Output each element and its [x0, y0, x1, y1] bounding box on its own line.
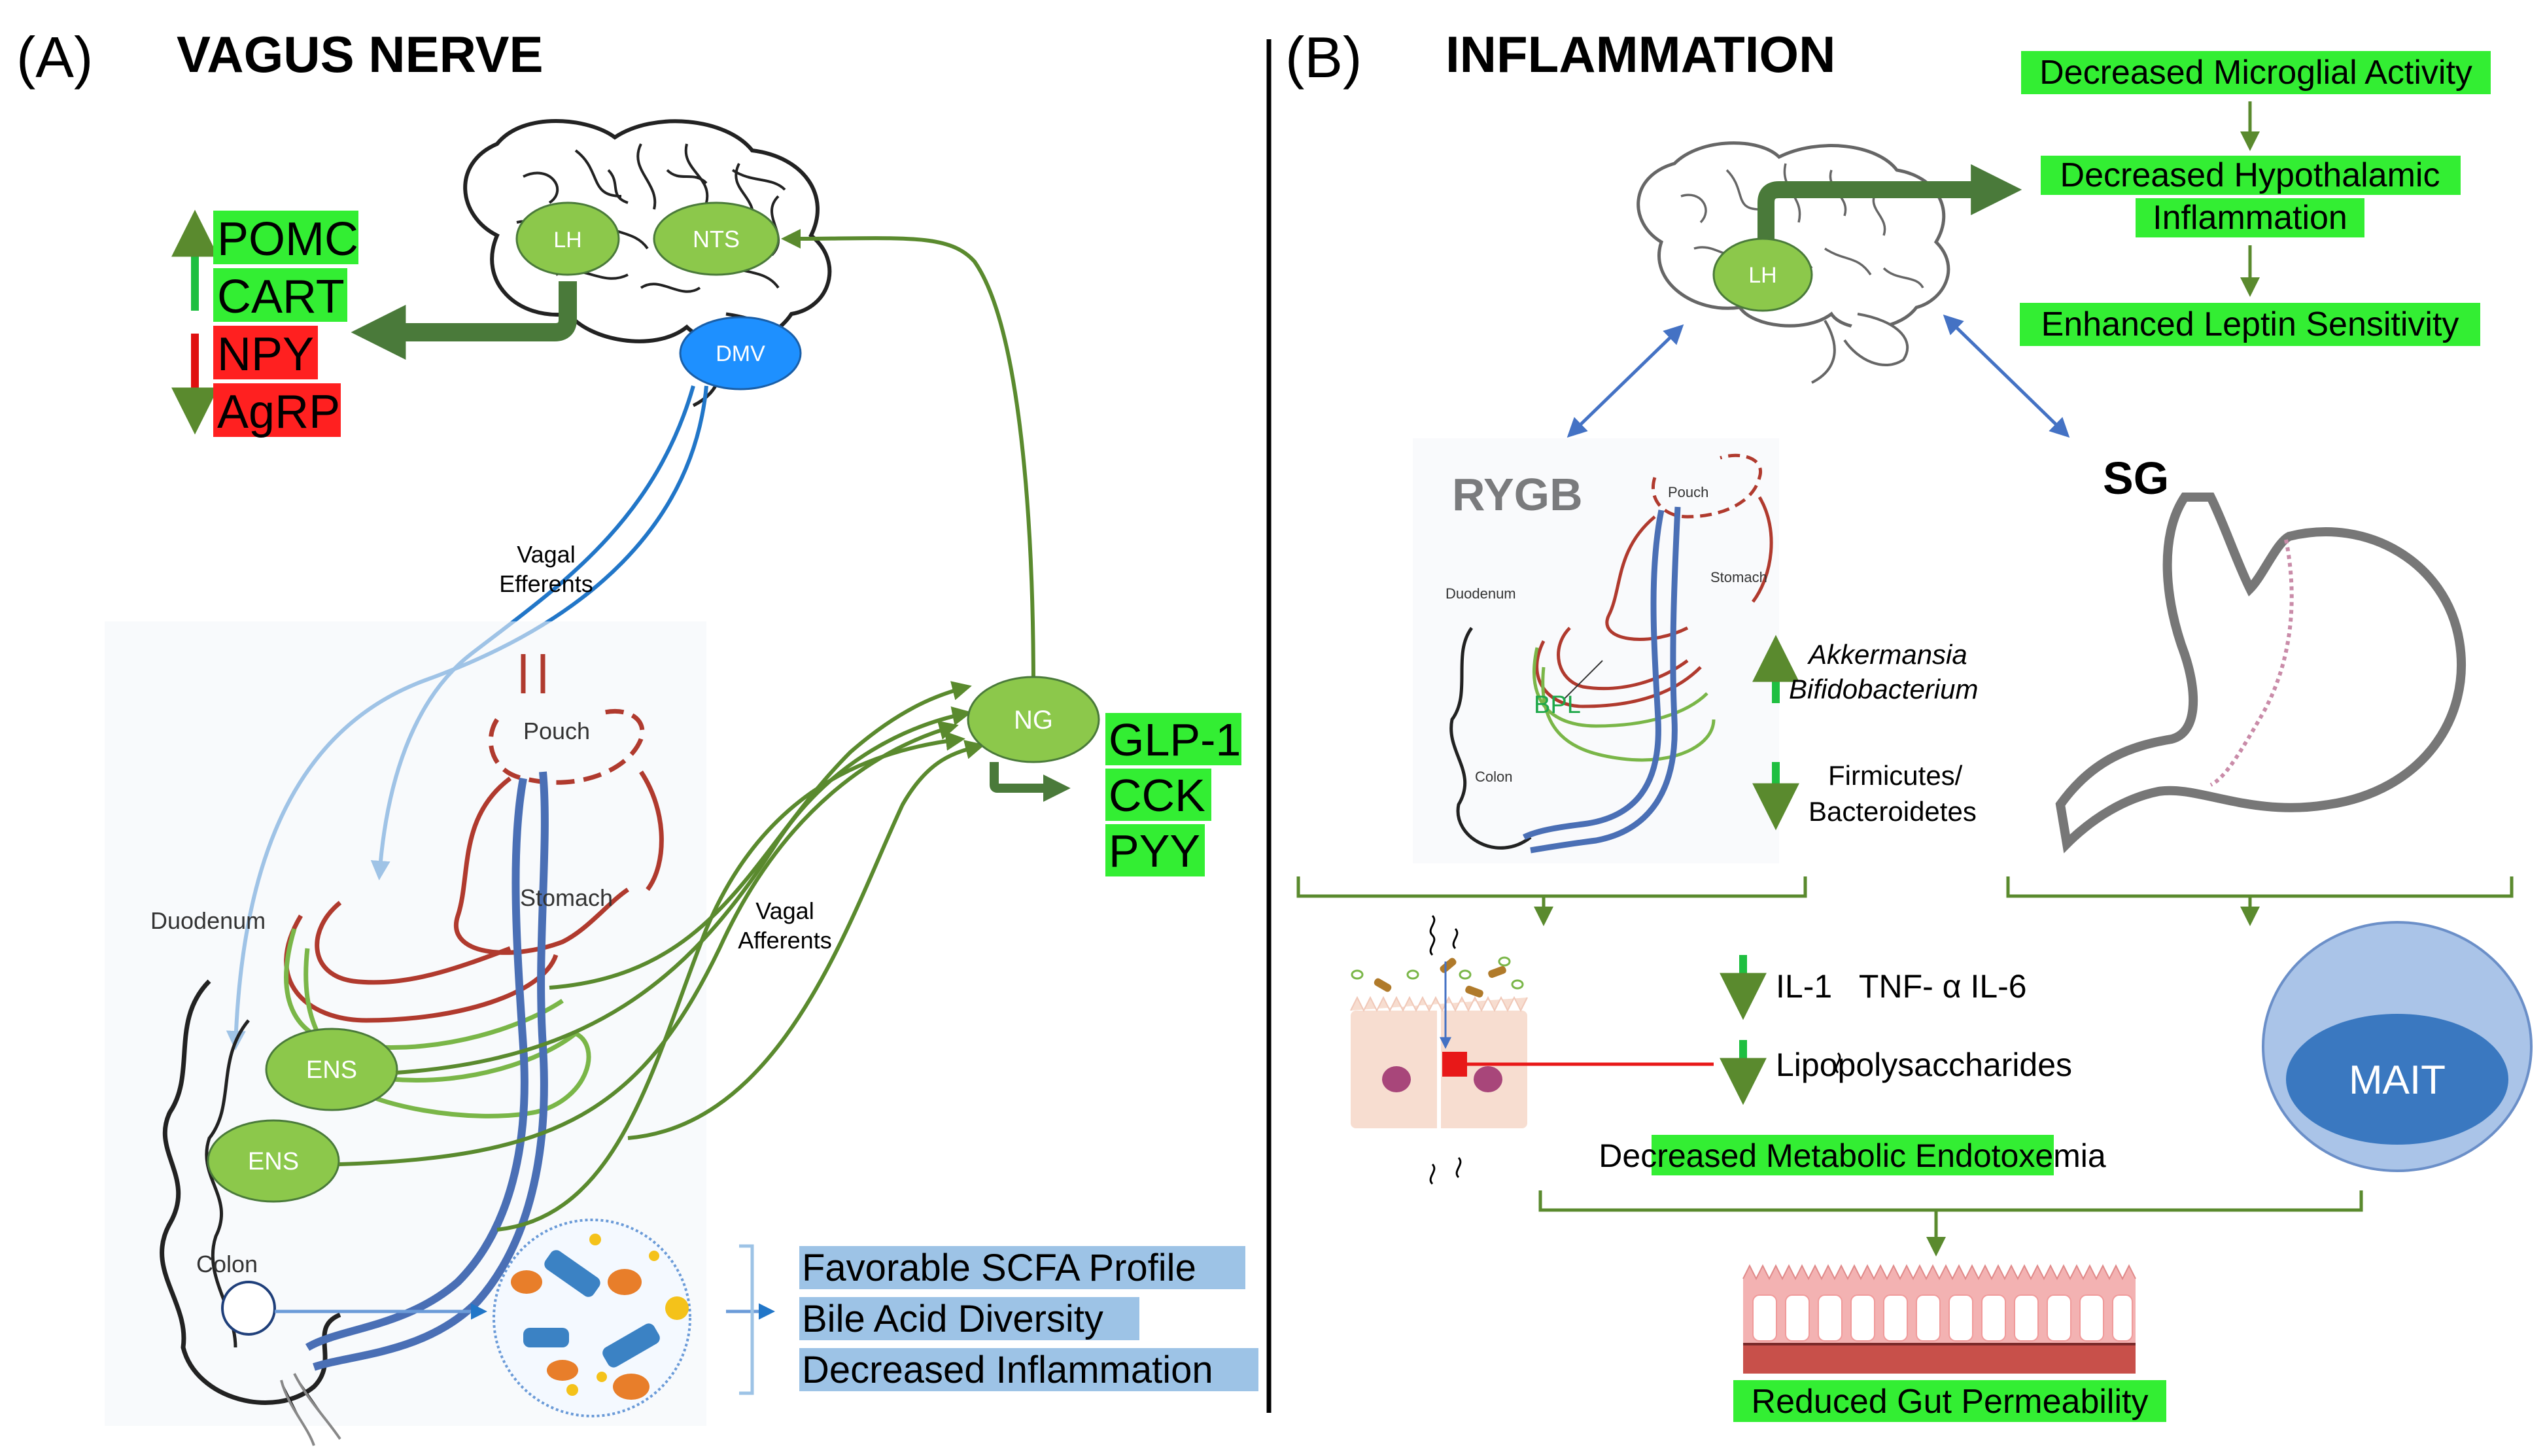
scfa-highlight — [799, 1246, 1245, 1289]
stomach-label-a: Stomach — [520, 884, 613, 911]
agrp-highlight — [213, 383, 341, 437]
sg-illustration — [2055, 493, 2467, 854]
outcomes-bracket — [739, 1244, 754, 1395]
bifidobacterium-label: Bifidobacterium — [1789, 674, 1978, 704]
ens-node-2 — [207, 1119, 340, 1203]
rygb-duodenum-label: Duodenum — [1446, 585, 1516, 602]
rygb-illustration — [1413, 438, 1779, 863]
colon-label-a: Colon — [196, 1251, 258, 1277]
cck-highlight — [1105, 769, 1211, 821]
panel-b: (B) INFLAMMATION LH Decreased Microglial… — [1285, 25, 2533, 1422]
brain-sg-arrow — [1943, 314, 2070, 438]
nts-node — [653, 201, 780, 276]
ng-to-hormones-arrow — [990, 762, 1071, 802]
bottom-bracket — [1538, 1190, 2363, 1212]
epithelium-lps-illustration — [1350, 914, 1841, 1185]
firmicutes-label: Firmicutes/ — [1828, 760, 1963, 791]
pyy-label: PYY — [1109, 825, 1200, 876]
panel-b-letter: (B) — [1285, 25, 1362, 90]
cytokines-label: IL-1 TNF- α IL-6 — [1776, 968, 2027, 1005]
glp1-highlight — [1105, 713, 1241, 765]
permeability-highlight — [1733, 1380, 2166, 1422]
sg-bracket — [2006, 876, 2514, 898]
lh-node-b — [1712, 237, 1813, 312]
hypothalamic-highlight-1 — [2041, 156, 2461, 195]
microglial-label: Decreased Microglial Activity — [2039, 54, 2472, 92]
vagal-efferents-label-1: Vagal — [517, 541, 575, 568]
gut-barrier-illustration — [1742, 1264, 2136, 1374]
lh-to-peptides-arrow — [351, 281, 577, 360]
brain-rygb-arrow — [1567, 324, 1684, 438]
bile-acid-highlight — [799, 1297, 1139, 1340]
hypothalamic-label-2: Inflammation — [2153, 199, 2347, 237]
nts-node-label: NTS — [693, 226, 740, 252]
scfa-label: Favorable SCFA Profile — [802, 1247, 1196, 1289]
decreased-inflammation-highlight — [799, 1348, 1258, 1391]
hypothalamic-highlight-2 — [2136, 198, 2364, 237]
panel-b-title: INFLAMMATION — [1446, 26, 1835, 83]
ens-node-2-label: ENS — [248, 1148, 299, 1175]
ens-node-1 — [265, 1028, 398, 1111]
rygb-bpl-label: BPL — [1534, 691, 1581, 719]
pyy-highlight — [1105, 824, 1205, 876]
rygb-bracket — [1296, 876, 1807, 898]
rygb-colon-label: Colon — [1475, 769, 1512, 785]
mait-label: MAIT — [2349, 1058, 2446, 1103]
rygb-pouch-label: Pouch — [1668, 484, 1708, 500]
pomc-label: POMC — [217, 213, 358, 266]
pomc-highlight — [213, 211, 358, 264]
cart-label: CART — [217, 271, 345, 323]
dmv-node-label: DMV — [716, 341, 765, 366]
lh-node-a — [515, 201, 620, 276]
bile-acid-label: Bile Acid Diversity — [802, 1298, 1103, 1340]
dmv-node — [679, 316, 802, 390]
endotoxemia-highlight — [1652, 1135, 2054, 1175]
vagal-afferents-label-2: Afferents — [738, 927, 831, 954]
mait-nucleus — [2286, 1014, 2508, 1145]
leptin-highlight — [2020, 303, 2480, 346]
cart-highlight — [213, 268, 347, 322]
pouch-label-a: Pouch — [523, 718, 590, 744]
lh-to-hypothalamic-arrow — [1757, 164, 2022, 249]
bacteroidetes-label: Bacteroidetes — [1809, 796, 1977, 827]
ng-to-nts-arrow — [781, 228, 1035, 687]
brain-illustration-a — [463, 119, 832, 407]
agrp-label: AgRP — [217, 386, 340, 438]
npy-highlight — [213, 326, 318, 379]
vagal-efferents-label-2: Efferents — [499, 570, 593, 597]
ng-node — [967, 676, 1100, 763]
panel-a-letter: (A) — [16, 25, 93, 90]
hypothalamic-label-1: Decreased Hypothalamic — [2060, 156, 2440, 194]
leptin-label: Enhanced Leptin Sensitivity — [2041, 305, 2459, 343]
npy-label: NPY — [217, 328, 314, 381]
microbiota-illustration-a — [493, 1219, 691, 1417]
vagal-afferent-path-4 — [496, 731, 965, 1232]
microglial-highlight — [2021, 51, 2491, 94]
tlr4-inhibition-block — [1442, 1052, 1467, 1077]
vagal-afferent-path-5 — [627, 740, 985, 1140]
ng-node-label: NG — [1014, 706, 1053, 735]
glp1-label: GLP-1 — [1109, 714, 1241, 765]
sg-label: SG — [2103, 453, 2169, 504]
panel-a: (A) VAGUS NERVE LH NTS DMV POMC CART NPY… — [16, 25, 1258, 1446]
lh-node-b-label: LH — [1748, 263, 1776, 288]
ens-node-1-label: ENS — [306, 1056, 357, 1084]
decreased-inflammation-label: Decreased Inflammation — [802, 1349, 1213, 1391]
lh-node-a-label: LH — [553, 228, 581, 252]
vagal-afferents-label-1: Vagal — [755, 897, 814, 924]
akkermansia-label: Akkermansia — [1807, 639, 1967, 670]
duodenum-label-a: Duodenum — [150, 907, 266, 934]
rygb-stomach-label: Stomach — [1710, 569, 1767, 585]
panel-a-title: VAGUS NERVE — [177, 26, 544, 83]
lps-label: Lipopolysaccharides — [1776, 1047, 2072, 1083]
vagal-afferent-path-3 — [338, 720, 959, 1166]
vagal-afferent-path-2 — [395, 706, 972, 1075]
cck-label: CCK — [1109, 770, 1205, 821]
endotoxemia-label: Decreased Metabolic Endotoxemia — [1599, 1137, 2106, 1174]
permeability-label: Reduced Gut Permeability — [1752, 1383, 2149, 1421]
